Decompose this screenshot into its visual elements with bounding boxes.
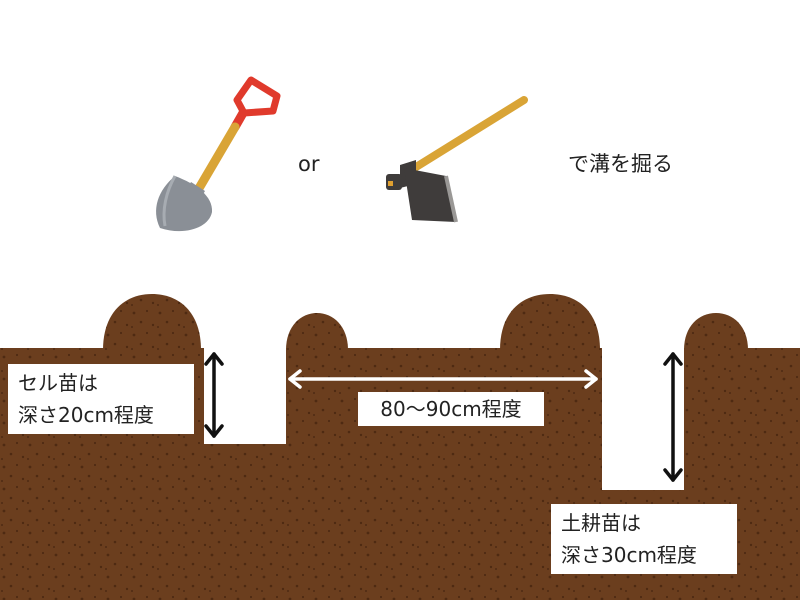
depth-arrow-soil: [663, 352, 683, 482]
cell-seedling-depth-label: セル苗は 深さ20cm程度: [8, 364, 194, 434]
soil-seedling-depth-label: 土耕苗は 深さ30cm程度: [551, 504, 737, 574]
soil-seedling-line2: 深さ30cm程度: [561, 543, 697, 567]
row-spacing-label: 80〜90cm程度: [358, 392, 544, 426]
soil-seedling-line1: 土耕苗は: [561, 511, 641, 535]
cell-seedling-line2: 深さ20cm程度: [18, 403, 154, 427]
hoe-icon: [386, 96, 528, 223]
soil-mound-left: [103, 294, 201, 350]
or-label: or: [298, 152, 320, 176]
soil-mound-small-left: [286, 313, 348, 350]
shovel-icon: [156, 76, 281, 232]
depth-arrow-cell: [204, 352, 224, 438]
soil-mound-right: [500, 294, 600, 350]
soil-mound-small-right: [684, 313, 748, 350]
dig-trench-label: で溝を掘る: [568, 152, 673, 176]
cell-seedling-line1: セル苗は: [18, 371, 98, 395]
spacing-arrow: [288, 369, 598, 389]
